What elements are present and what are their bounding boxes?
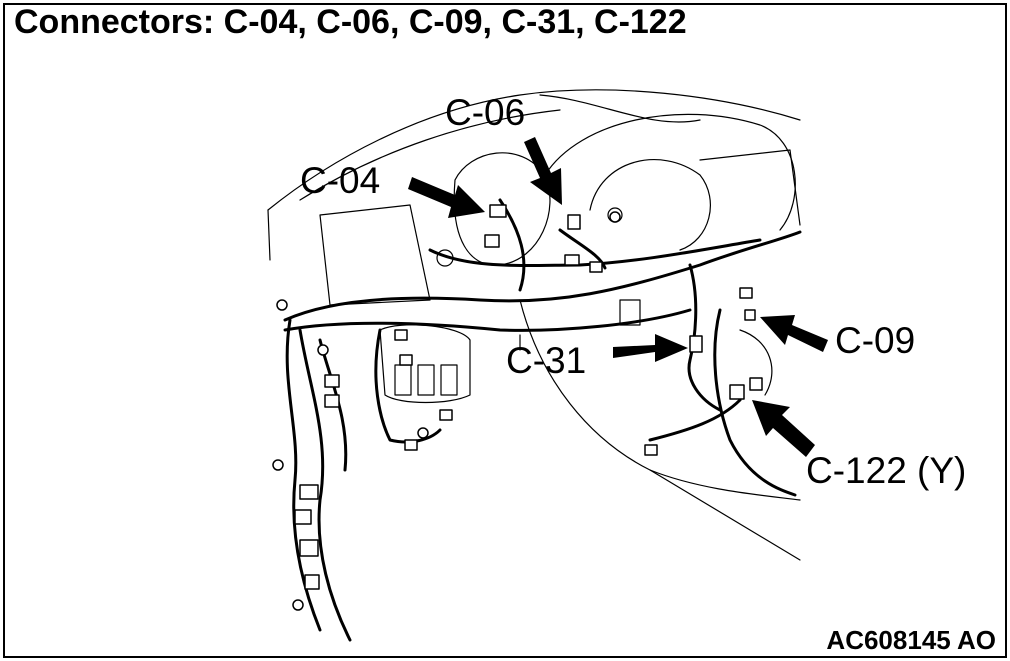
callout-c04: C-04 <box>300 160 381 201</box>
arrow-c31-icon <box>613 334 688 362</box>
arrow-c06-icon <box>524 137 562 205</box>
callout-c09: C-09 <box>835 320 916 361</box>
arrow-c122-icon <box>752 400 815 457</box>
callout-c31: C-31 <box>506 340 587 381</box>
callout-c122: C-122 (Y) <box>806 450 967 491</box>
wiring-harness <box>283 198 802 642</box>
connector-blocks <box>272 204 763 611</box>
arrow-c09-icon <box>760 315 828 352</box>
diagram-title: Connectors: C-04, C-06, C-09, C-31, C-12… <box>14 3 687 41</box>
figure-code: AC608145 AO <box>826 625 996 655</box>
pointer-arrows <box>408 137 828 457</box>
arrow-c04-icon <box>408 177 485 218</box>
callout-c06: C-06 <box>445 92 526 133</box>
